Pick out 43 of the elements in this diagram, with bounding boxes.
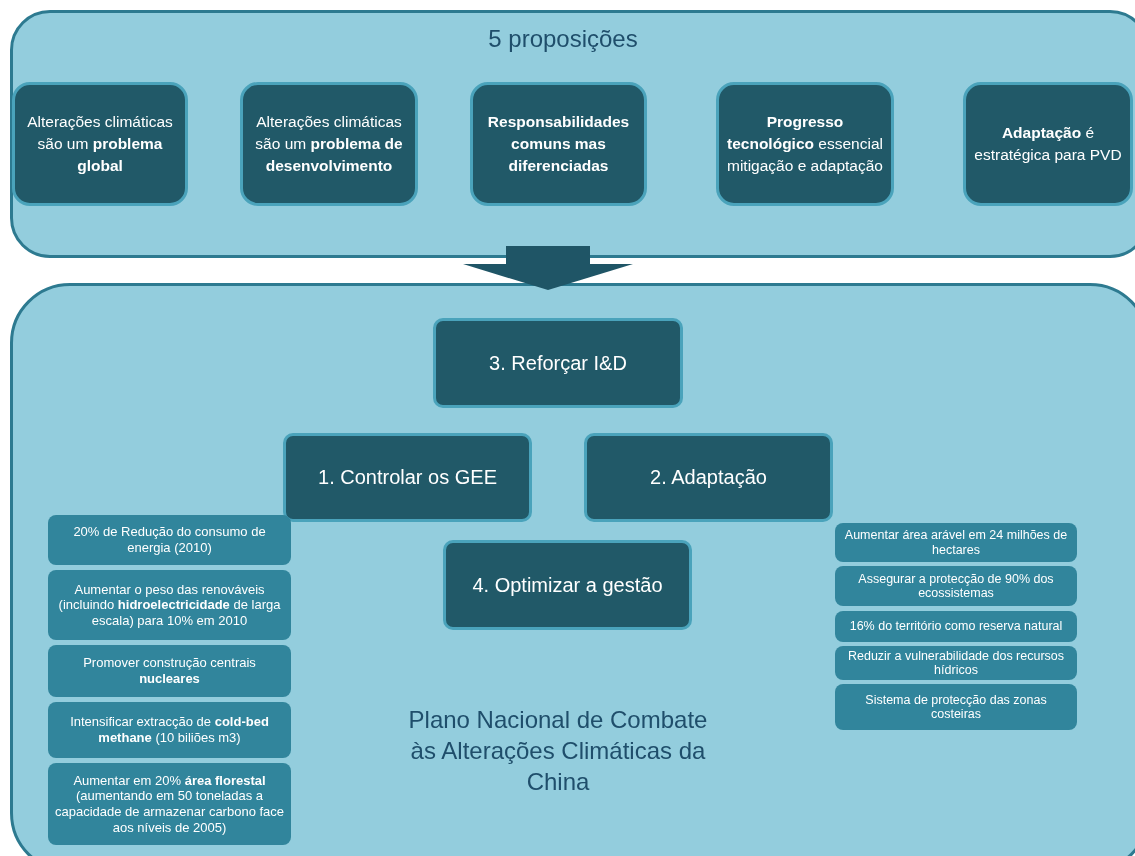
box-text: Alterações climáticas são um problema de desenvolvimento [254, 112, 404, 176]
box-text: Adaptação é estratégica para PVD [974, 123, 1122, 165]
group-panel [10, 10, 1135, 258]
box-text: 20% de Redução do consumo de energia (2010) [72, 524, 267, 556]
proposition-box [716, 82, 894, 206]
panel-title: Plano Nacional de Combate às Alterações Climáticas da China [407, 705, 709, 798]
measure-box [835, 684, 1077, 730]
box-text: Assegurar a protecção de 90% dos ecossistemas [857, 571, 1055, 601]
measure-box [48, 570, 291, 640]
box-text: 2. Adaptação [650, 466, 767, 489]
box-text: 16% do território como reserva natural [849, 619, 1063, 634]
box-text: Aumentar o peso das renováveis (incluindo hidroelectricidade de larga escala) para 10% em 2010 [57, 581, 282, 629]
box-text: Reduzir a vulnerabilidade dos recursos hídricos [846, 648, 1066, 678]
box-text: 3. Reforçar I&D [489, 351, 627, 375]
proposition-box [12, 82, 188, 206]
action-box [283, 433, 532, 522]
box-text: Responsabilidades comuns mas diferenciadas [486, 112, 631, 176]
proposition-box [240, 82, 418, 206]
measure-box [835, 523, 1077, 562]
measure-box [835, 611, 1077, 642]
action-box [443, 540, 692, 630]
action-box [584, 433, 833, 522]
group-panel [10, 283, 1135, 856]
box-text: Progresso tecnológico essencial mitigação e adaptação [727, 112, 883, 176]
measure-box [48, 645, 291, 697]
action-box [433, 318, 683, 408]
box-text: 1. Controlar os GEE [318, 466, 497, 489]
measure-box [48, 763, 291, 845]
box-text: Alterações climáticas são um problema global [26, 112, 174, 176]
box-text: 4. Optimizar a gestão [472, 573, 663, 597]
box-text: Intensificar extracção de cold-bed methane (10 biliões m3) [69, 714, 270, 746]
proposition-box [470, 82, 647, 206]
measure-box [835, 646, 1077, 680]
block-arrow [463, 246, 633, 290]
box-text: Promover construção centrais nucleares [82, 655, 257, 687]
measure-box [48, 702, 291, 758]
panel-title: 5 proposições [487, 24, 639, 54]
measure-box [48, 515, 291, 565]
measure-box [835, 566, 1077, 606]
box-text: Sistema de protecção das zonas costeiras [864, 692, 1048, 722]
box-text: Aumentar em 20% área florestal (aumentando em 50 toneladas a capacidade de armazenar carbono face aos níveis de 2005) [54, 772, 285, 836]
proposition-box [963, 82, 1133, 206]
box-text: Aumentar área arável em 24 milhões de hectares [843, 528, 1069, 557]
